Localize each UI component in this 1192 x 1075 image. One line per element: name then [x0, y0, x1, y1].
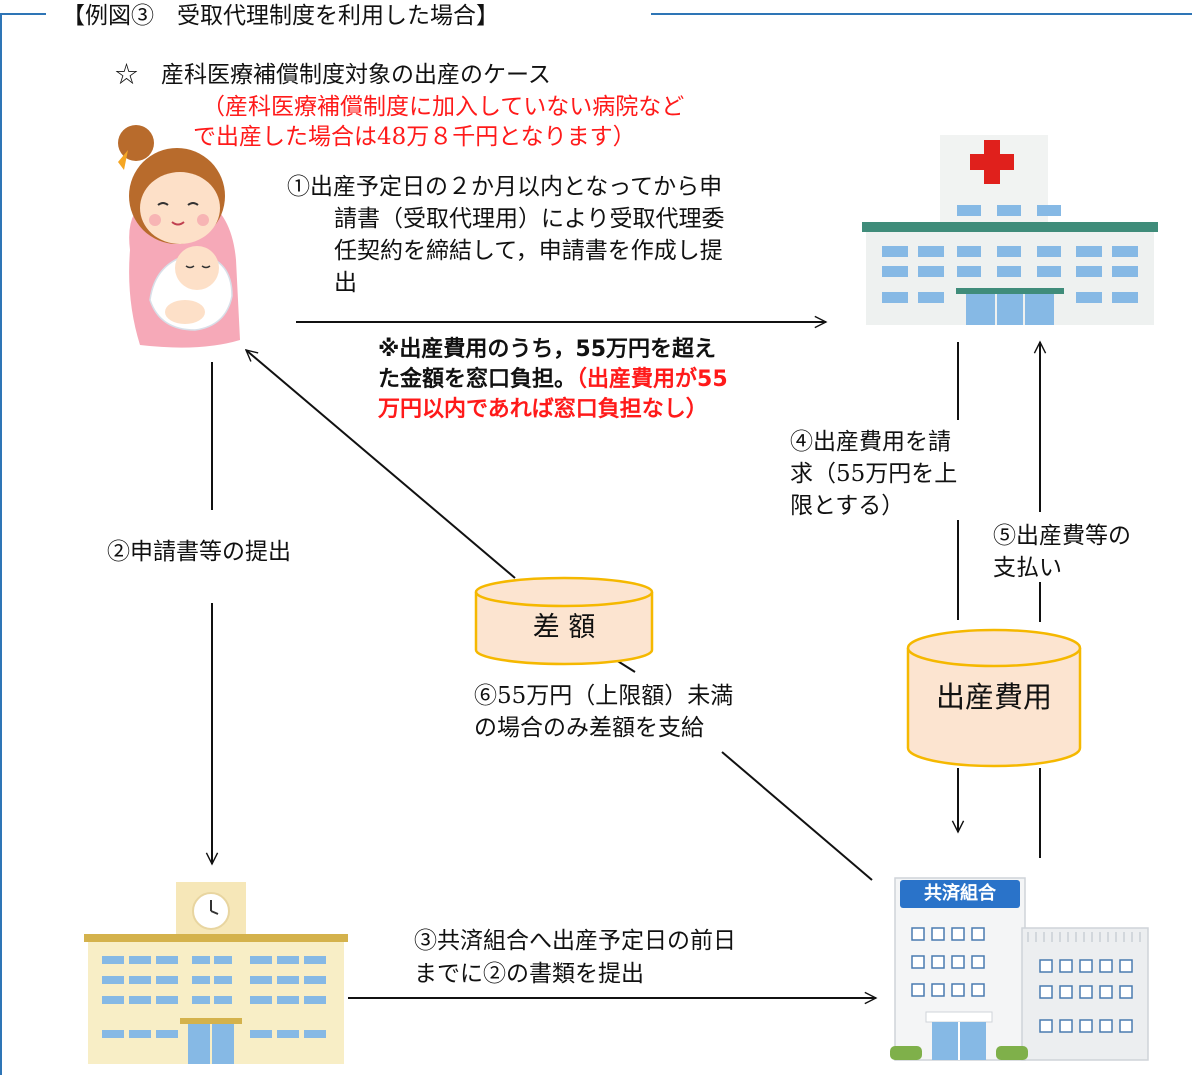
step4-line-3: 限とする）: [790, 493, 905, 519]
burden-line-1: ※出産費用のうち，55万円を超え: [378, 337, 717, 362]
frame-subtitle: ☆ 産科医療補償制度対象の出産のケース: [115, 62, 551, 88]
frame-title: 【例図③ 受取代理制度を利用した場合】: [62, 3, 499, 29]
step5-line-1: ⑤出産費等の: [993, 523, 1131, 549]
step6-line-2: の場合のみ差額を支給: [474, 715, 704, 741]
step6-line-1: ⑥55万円（上限額）未満: [474, 683, 734, 709]
burden-line-2-black: た金額を窓口負担。: [378, 367, 577, 392]
frame-top-right: [651, 13, 1192, 15]
hospital-icon: [862, 135, 1158, 325]
office-building-icon: [84, 882, 348, 1064]
step1-line-1: ①出産予定日の２か月以内となってから申: [287, 174, 723, 200]
burden-line-2: た金額を窓口負担。（出産費用が55: [378, 366, 728, 394]
burden-line-2-red: （出産費用が55: [576, 367, 728, 392]
frame-top-left: [0, 13, 46, 15]
step5-line-2: 支払い: [993, 555, 1062, 581]
note-line-1: （産科医療補償制度に加入していない病院など: [202, 94, 685, 120]
difference-label: 差 額: [532, 612, 596, 643]
birth-cost-label: 出産費用: [935, 680, 1052, 714]
step3-line-2: までに②の書類を提出: [414, 961, 644, 987]
step4-line-1: ④出産費用を請: [790, 429, 951, 455]
note-line-2: で出産した場合は48万８千円となります）: [193, 124, 636, 150]
step3-line-1: ③共済組合へ出産予定日の前日: [414, 928, 736, 954]
kyosai-sign: 共済組合: [924, 883, 996, 904]
birth-cost-cylinder: [906, 628, 1082, 768]
step1-line-2: 請書（受取代理用）により受取代理委: [334, 206, 725, 232]
mother-baby-icon: [118, 125, 240, 348]
difference-cylinder: [474, 576, 654, 666]
arrow-kyosai-to-difference: [721, 751, 873, 881]
arrow-difference-to-mother: [246, 350, 516, 579]
kyosai-building-icon: [890, 877, 1149, 1061]
step1-line-3: 任契約を締結して，申請書を作成し提: [334, 238, 723, 264]
step4-line-2: 求（55万円を上: [790, 461, 958, 487]
frame-left: [0, 13, 2, 1075]
step2-label: ②申請書等の提出: [107, 539, 291, 565]
burden-line-3: 万円以内であれば窓口負担なし）: [378, 397, 708, 422]
step1-line-4: 出: [334, 270, 357, 296]
